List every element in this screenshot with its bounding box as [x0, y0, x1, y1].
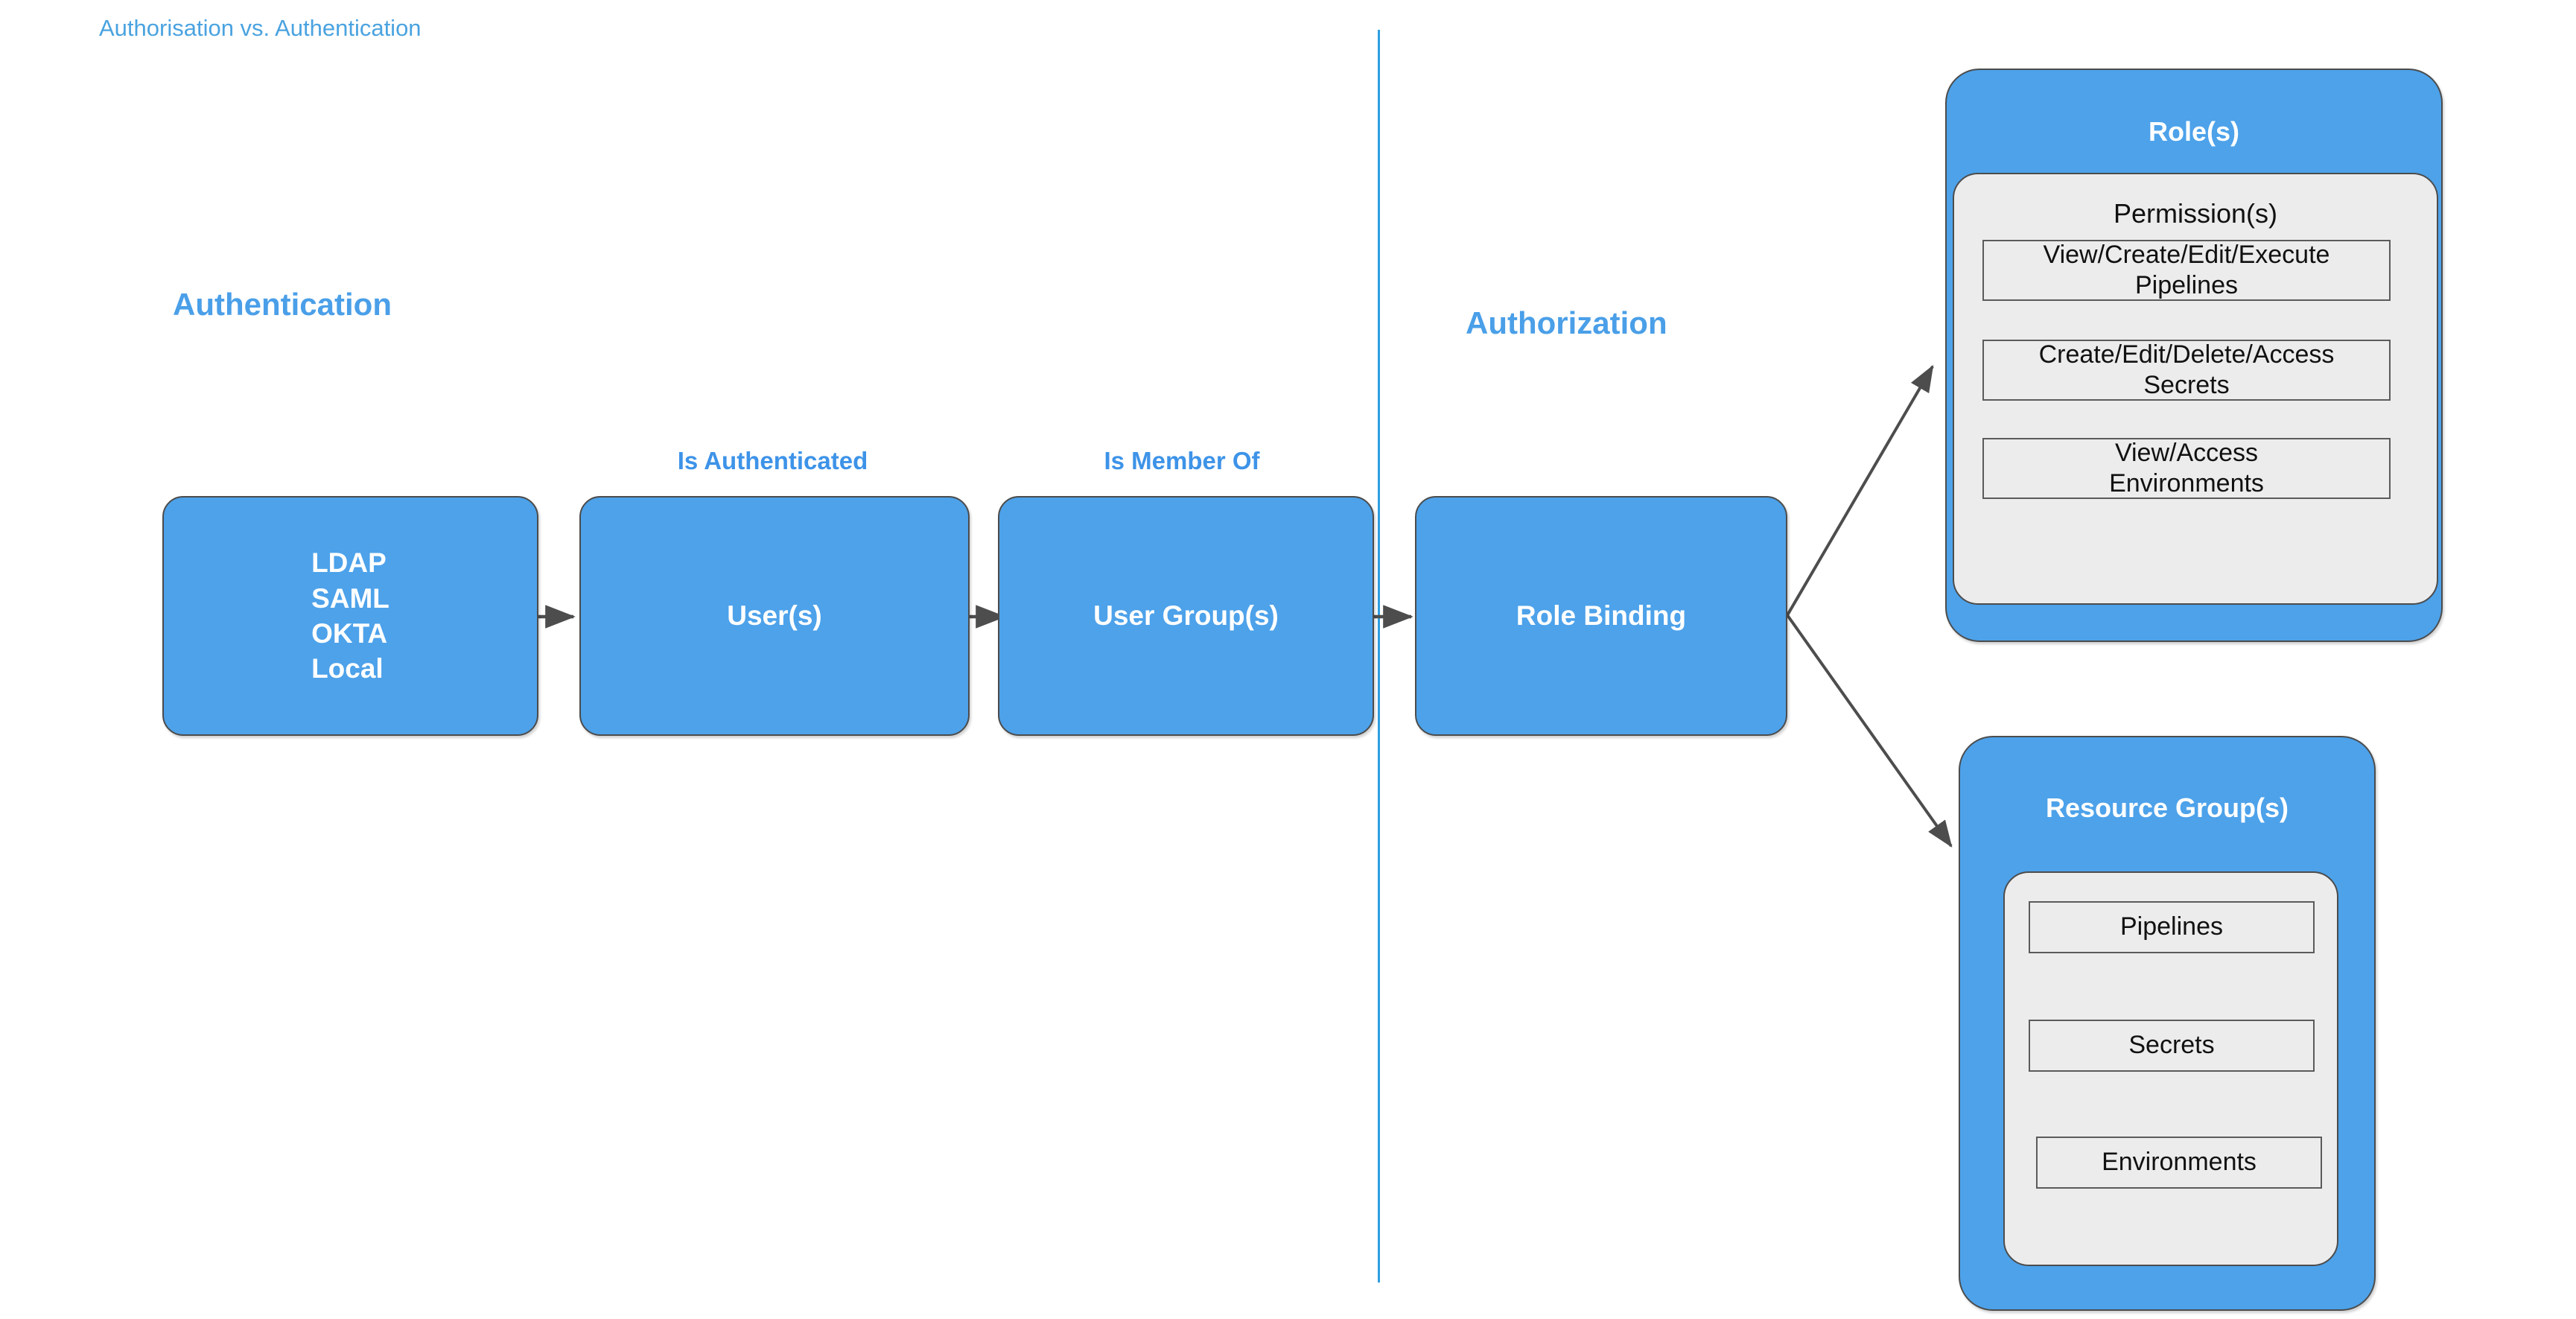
panel-roles-title: Role(s): [2148, 116, 2239, 147]
resource-item-secrets-label: Secrets: [2128, 1031, 2215, 1060]
section-divider: [1378, 30, 1380, 1283]
panel-roles[interactable]: Role(s) Permission(s) View/Create/Edit/E…: [1945, 69, 2443, 642]
panel-roles-inner: Permission(s) View/Create/Edit/Execute P…: [1953, 173, 2438, 605]
flow-node-user-groups-label: User Group(s): [1093, 600, 1279, 632]
panel-roles-inner-title: Permission(s): [2113, 198, 2278, 229]
flow-node-identity-providers[interactable]: LDAP SAML OKTA Local: [162, 496, 538, 736]
edge-label-is-authenticated: Is Authenticated: [677, 447, 868, 474]
panel-resource-groups-inner: Pipelines Secrets Environments: [2003, 871, 2338, 1266]
section-heading-authentication: Authentication: [173, 287, 392, 322]
flow-node-users-label: User(s): [727, 600, 822, 632]
resource-item-pipelines[interactable]: Pipelines: [2029, 901, 2315, 953]
permission-item-environments[interactable]: View/Access Environments: [1982, 438, 2391, 499]
permission-item-secrets-label: Create/Edit/Delete/Access Secrets: [2038, 340, 2335, 399]
flow-node-role-binding-label: Role Binding: [1516, 600, 1687, 632]
resource-item-pipelines-label: Pipelines: [2120, 912, 2223, 941]
panel-resource-groups-title: Resource Group(s): [2045, 792, 2289, 823]
resource-item-secrets[interactable]: Secrets: [2029, 1020, 2315, 1072]
flow-node-users[interactable]: User(s): [579, 496, 970, 736]
flow-node-user-groups[interactable]: User Group(s): [998, 496, 1374, 736]
permission-item-secrets[interactable]: Create/Edit/Delete/Access Secrets: [1982, 340, 2391, 401]
edge-label-is-member-of: Is Member Of: [1104, 447, 1260, 474]
section-heading-authorization: Authorization: [1466, 305, 1667, 340]
permission-item-pipelines[interactable]: View/Create/Edit/Execute Pipelines: [1982, 240, 2391, 301]
flow-node-identity-providers-label: LDAP SAML OKTA Local: [311, 547, 389, 684]
page-title: Authorisation vs. Authentication: [99, 15, 422, 41]
resource-item-environments[interactable]: Environments: [2036, 1137, 2322, 1189]
resource-item-environments-label: Environments: [2102, 1148, 2257, 1177]
panel-resource-groups[interactable]: Resource Group(s) Pipelines Secrets Envi…: [1959, 736, 2376, 1311]
arrow-rolebinding-to-roles: [1786, 364, 1934, 617]
permission-item-environments-label: View/Access Environments: [2109, 438, 2264, 498]
permission-item-pipelines-label: View/Create/Edit/Execute Pipelines: [2043, 240, 2330, 299]
flow-node-role-binding[interactable]: Role Binding: [1415, 496, 1787, 736]
arrow-rolebinding-to-resourcegroups: [1786, 614, 1953, 848]
